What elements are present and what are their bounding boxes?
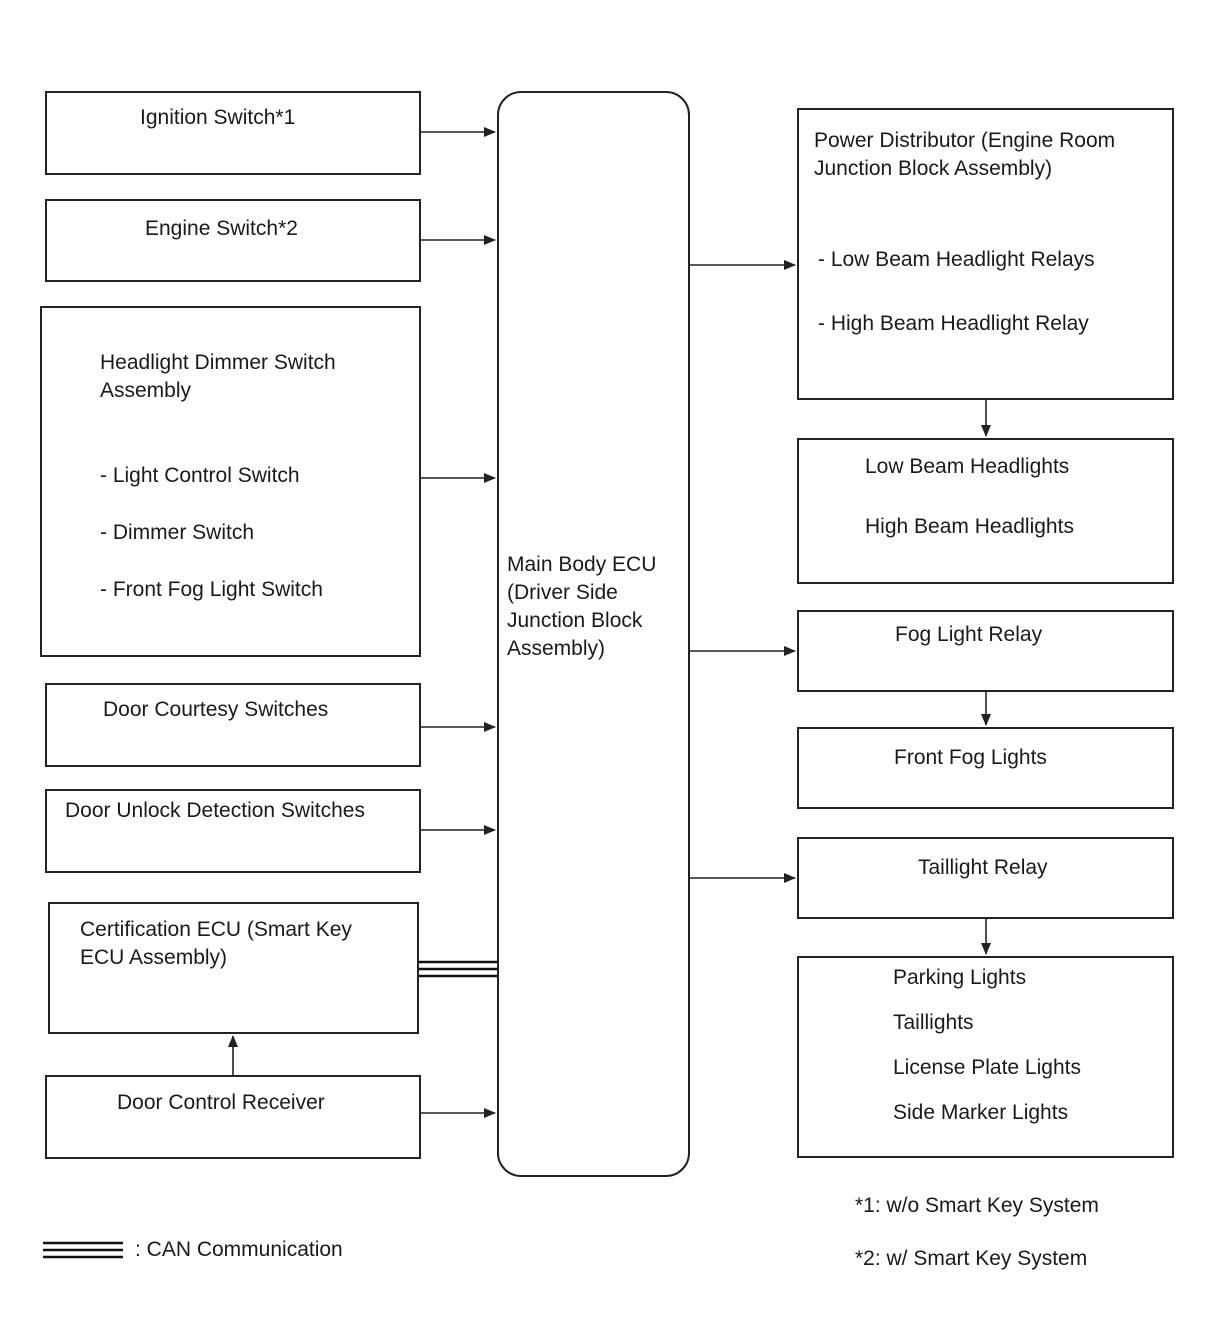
legend-can-swatch xyxy=(43,1241,123,1259)
light-control-switch-item: - Light Control Switch xyxy=(100,464,300,487)
door-unlock-detection-switches-label: Door Unlock Detection Switches xyxy=(65,799,365,822)
door-unlock-detection-switches-box xyxy=(45,789,421,873)
parking-lights-label: Parking Lights xyxy=(893,966,1027,989)
ignition-switch-box xyxy=(45,91,421,175)
lights-box xyxy=(797,956,1174,1158)
main-body-ecu-label-3: Junction Block xyxy=(507,609,643,632)
main-body-ecu-label-1: Main Body ECU xyxy=(507,553,657,576)
headlight-dimmer-switch-box xyxy=(40,306,421,657)
low-beam-headlight-relays-item: - Low Beam Headlight Relays xyxy=(818,248,1095,271)
footnote-1: *1: w/o Smart Key System xyxy=(855,1194,1099,1217)
front-fog-light-switch-item: - Front Fog Light Switch xyxy=(100,578,323,601)
door-courtesy-switches-box xyxy=(45,683,421,767)
legend-can-label: : CAN Communication xyxy=(135,1238,343,1261)
license-plate-lights-label: License Plate Lights xyxy=(893,1056,1081,1079)
side-marker-lights-label: Side Marker Lights xyxy=(893,1101,1069,1124)
main-body-ecu-box xyxy=(497,91,690,1177)
power-distributor-label-1: Power Distributor (Engine Room xyxy=(814,129,1116,152)
taillight-relay-box xyxy=(797,837,1174,919)
taillights-label: Taillights xyxy=(893,1011,974,1034)
low-beam-headlights-label: Low Beam Headlights xyxy=(865,455,1070,478)
door-control-receiver-label: Door Control Receiver xyxy=(117,1091,325,1114)
fog-light-relay-label: Fog Light Relay xyxy=(895,623,1043,646)
headlight-dimmer-switch-title-1: Headlight Dimmer Switch xyxy=(100,351,336,374)
main-body-ecu-label-2: (Driver Side xyxy=(507,581,618,604)
door-courtesy-switches-label: Door Courtesy Switches xyxy=(103,698,329,721)
certification-ecu-label-2: ECU Assembly) xyxy=(80,946,228,969)
footnote-2: *2: w/ Smart Key System xyxy=(855,1247,1088,1270)
headlights-box xyxy=(797,438,1174,584)
taillight-relay-label: Taillight Relay xyxy=(918,856,1048,879)
high-beam-headlights-label: High Beam Headlights xyxy=(865,515,1074,538)
certification-ecu-box xyxy=(48,902,419,1034)
headlight-dimmer-switch-title-2: Assembly xyxy=(100,379,192,402)
dimmer-switch-item: - Dimmer Switch xyxy=(100,521,255,544)
front-fog-lights-box xyxy=(797,727,1174,809)
high-beam-headlight-relay-item: - High Beam Headlight Relay xyxy=(818,312,1089,335)
can-bus-lines xyxy=(418,960,497,978)
fog-light-relay-box xyxy=(797,610,1174,692)
power-distributor-box xyxy=(797,108,1174,400)
ignition-switch-label: Ignition Switch*1 xyxy=(140,106,296,129)
certification-ecu-label-1: Certification ECU (Smart Key xyxy=(80,918,352,941)
main-body-ecu-label-4: Assembly) xyxy=(507,637,606,660)
front-fog-lights-label: Front Fog Lights xyxy=(894,746,1047,769)
engine-switch-box xyxy=(45,199,421,282)
door-control-receiver-box xyxy=(45,1075,421,1159)
power-distributor-label-2: Junction Block Assembly) xyxy=(814,157,1053,180)
engine-switch-label: Engine Switch*2 xyxy=(145,217,298,240)
